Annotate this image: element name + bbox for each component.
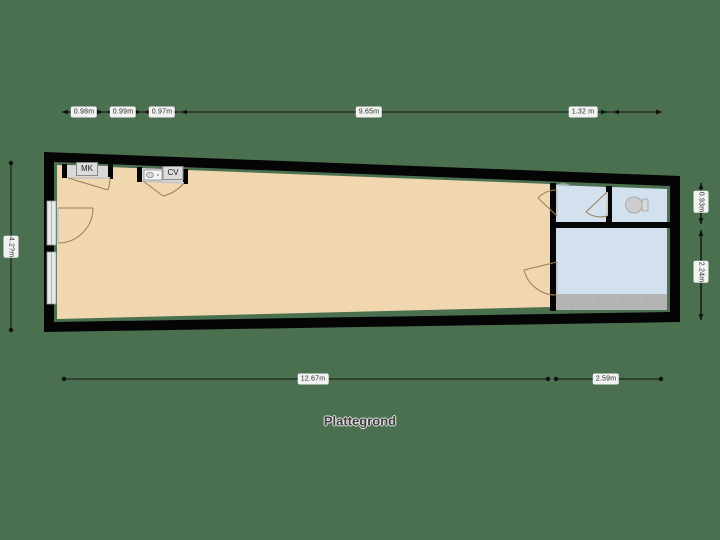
door-front-entry xyxy=(57,207,94,244)
interior-wall-vertical-right-wing xyxy=(550,183,556,311)
dim-label-cv-offset: 0.99m xyxy=(109,106,137,118)
dimension-ticks-bottom xyxy=(61,376,664,382)
shower-corner-fixture xyxy=(556,183,570,185)
interior-wall-vertical-wc xyxy=(606,186,612,222)
toilet-fixture xyxy=(625,196,649,214)
room-tag-cv: CV xyxy=(162,166,184,180)
door-cv xyxy=(142,180,185,197)
mk-closet-wall-right xyxy=(108,164,113,179)
cv-closet-wall-right xyxy=(183,169,188,184)
dimension-ticks-left xyxy=(8,160,14,333)
main-living-floor xyxy=(57,165,551,319)
interior-wall-horizontal-right xyxy=(552,222,670,228)
tile-texture xyxy=(556,293,667,311)
window-front-left xyxy=(46,200,57,305)
dim-label-lower-right-depth: 2.24m xyxy=(693,260,709,284)
cv-closet-wall-left xyxy=(137,167,142,182)
dimension-ticks-right xyxy=(698,183,704,320)
door-bathroom-lower xyxy=(523,261,558,296)
dim-label-right-wing: 1.32 m xyxy=(568,106,598,118)
bathroom-upper-left-floor xyxy=(556,185,606,222)
bathroom-lower-floor xyxy=(556,228,667,294)
door-mk xyxy=(67,177,111,191)
page-title: Plattegrond xyxy=(323,413,397,429)
door-bathroom-upper xyxy=(537,189,558,217)
boiler-fixture xyxy=(143,169,163,181)
dim-label-living-run: 9.65m xyxy=(355,106,383,118)
dim-label-front-width: 4.2?m xyxy=(3,235,19,259)
dim-label-mk-width: 0.98m xyxy=(70,106,98,118)
room-tag-mk: MK xyxy=(76,162,98,176)
dim-label-upper-right-depth: 0.93m xyxy=(693,190,709,214)
dim-label-main-length: 12.67m xyxy=(297,373,329,385)
dim-label-cv-width: 0.97m xyxy=(148,106,176,118)
building-wall-shell xyxy=(44,152,680,332)
tiled-terrace-floor xyxy=(556,294,667,310)
door-wc xyxy=(585,191,608,218)
mk-closet-wall-left xyxy=(62,164,67,178)
dim-label-annex-length: 2.59m xyxy=(592,373,620,385)
